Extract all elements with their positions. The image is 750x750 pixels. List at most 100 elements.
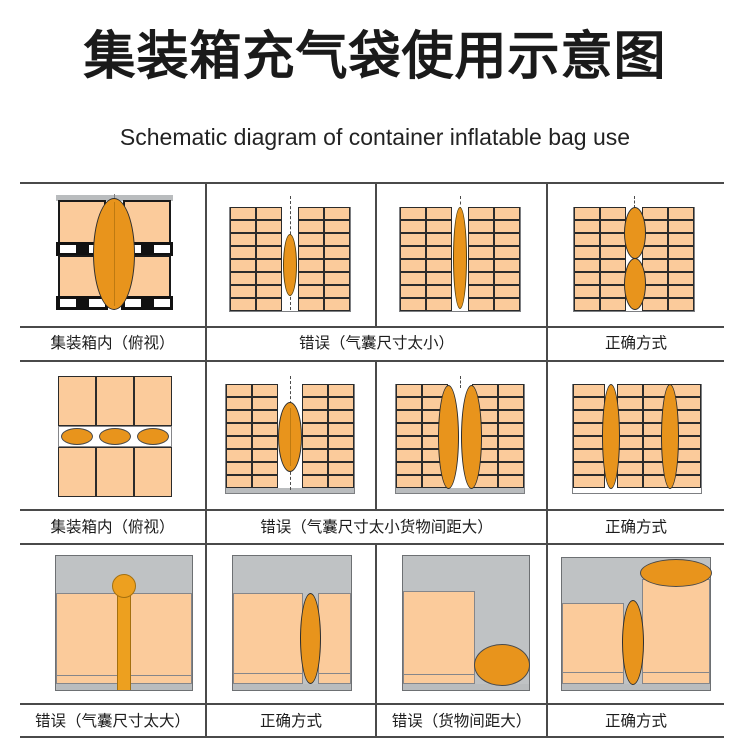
pallet-notch [154,245,170,253]
carton [494,259,520,272]
label-r2-col1: 集装箱内（俯视） [50,518,175,536]
carton [617,410,643,423]
carton [573,410,605,423]
grid-vline-c2-r2 [375,360,377,509]
cargo-stack-left [574,207,626,311]
pallet-notch [60,299,76,307]
carton [574,220,600,233]
carton [617,423,643,436]
carton [328,436,354,449]
page-subtitle-english: Schematic diagram of container inflatabl… [119,124,631,150]
carton [600,207,626,220]
carton [668,298,694,311]
carton [328,449,354,462]
carton [574,207,600,220]
carton [396,423,422,436]
carton [617,436,643,449]
figure-cell-r1c4 [548,182,724,326]
carton [426,207,452,220]
carton [668,259,694,272]
label-r1-col4: 正确方式 [604,334,667,352]
carton [396,410,422,423]
carton [252,397,278,410]
label-r3-col4: 正确方式 [604,712,667,730]
cargo-block-group-lower [58,447,172,497]
grid-vline-c3-r3 [546,543,548,736]
carton [400,272,426,285]
carton [426,259,452,272]
label-r3-col1: 错误（气囊尺寸太大） [34,712,190,730]
grid-vline-c3-r2 [546,360,548,543]
grid-hline-r1fig [20,326,724,328]
figure-cell-r2c4 [548,362,724,509]
carton [494,272,520,285]
grid-hline-r1lbl [20,360,724,362]
carton [668,220,694,233]
airbag-seam [290,408,292,466]
carton [298,233,324,246]
carton [328,397,354,410]
carton [400,207,426,220]
container-floor-strip [233,684,351,690]
cargo-block [58,447,96,497]
grid-hline-r3fig [20,703,724,705]
center-dashed-line [460,376,461,388]
cargo-block-group-upper [58,376,172,426]
carton [573,384,605,397]
center-dashed-line [460,196,461,210]
carton [302,410,328,423]
cargo-left [403,591,475,683]
carton [226,462,252,475]
carton [498,397,524,410]
grid-hline-r2lbl [20,543,724,545]
cargo-stack-right [302,384,354,488]
grid-vline-c1-r2 [205,360,207,543]
figure-cell-r3c2 [207,545,375,703]
cargo-floor-right [318,673,351,684]
carton [252,436,278,449]
carton [573,397,605,410]
carton [328,384,354,397]
carton [252,410,278,423]
carton [226,384,252,397]
carton [324,207,350,220]
airbag-top [640,559,712,587]
carton [642,207,668,220]
carton [668,246,694,259]
cargo-floor-right [126,675,192,684]
carton [226,449,252,462]
carton [302,475,328,488]
carton [396,436,422,449]
carton [426,272,452,285]
carton [324,220,350,233]
cargo-block [134,447,172,497]
diagram-table: 集装箱内（俯视） 错误（气囊尺寸太小） 正确方式 [20,182,724,738]
cargo-block [58,376,96,426]
airbag-horizontal [61,428,93,445]
carton [324,285,350,298]
carton [298,207,324,220]
carton [302,423,328,436]
carton [328,475,354,488]
carton [396,475,422,488]
carton [302,436,328,449]
airbag-undersized [453,207,467,309]
carton [498,436,524,449]
airbag-oversized-head [112,574,136,598]
carton [256,207,282,220]
carton [252,475,278,488]
grid-vline-c2-r1 [375,182,377,326]
airbag-upper [624,207,646,259]
carton [574,298,600,311]
carton [574,246,600,259]
carton [468,285,494,298]
cargo-floor-left [562,672,624,684]
carton [468,259,494,272]
airbag-right [461,385,482,489]
cargo-right [126,593,192,683]
airbag-right [661,384,679,489]
carton [324,298,350,311]
carton [668,233,694,246]
carton [468,233,494,246]
